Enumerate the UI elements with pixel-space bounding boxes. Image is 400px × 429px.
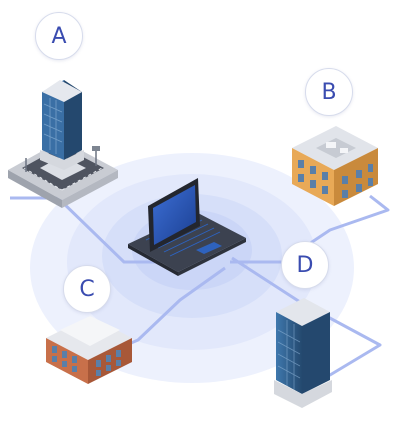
node-label-b: B — [305, 68, 353, 116]
node-label-c: C — [63, 265, 111, 313]
laptop-icon — [128, 178, 246, 276]
node-label-d: D — [281, 241, 329, 289]
building-d-icon — [274, 298, 332, 408]
link-b — [230, 194, 390, 264]
link-a — [10, 196, 160, 264]
node-label-a: A — [35, 12, 83, 60]
building-c-icon — [46, 316, 132, 384]
building-a-icon — [8, 80, 118, 208]
building-b-icon — [292, 126, 378, 206]
